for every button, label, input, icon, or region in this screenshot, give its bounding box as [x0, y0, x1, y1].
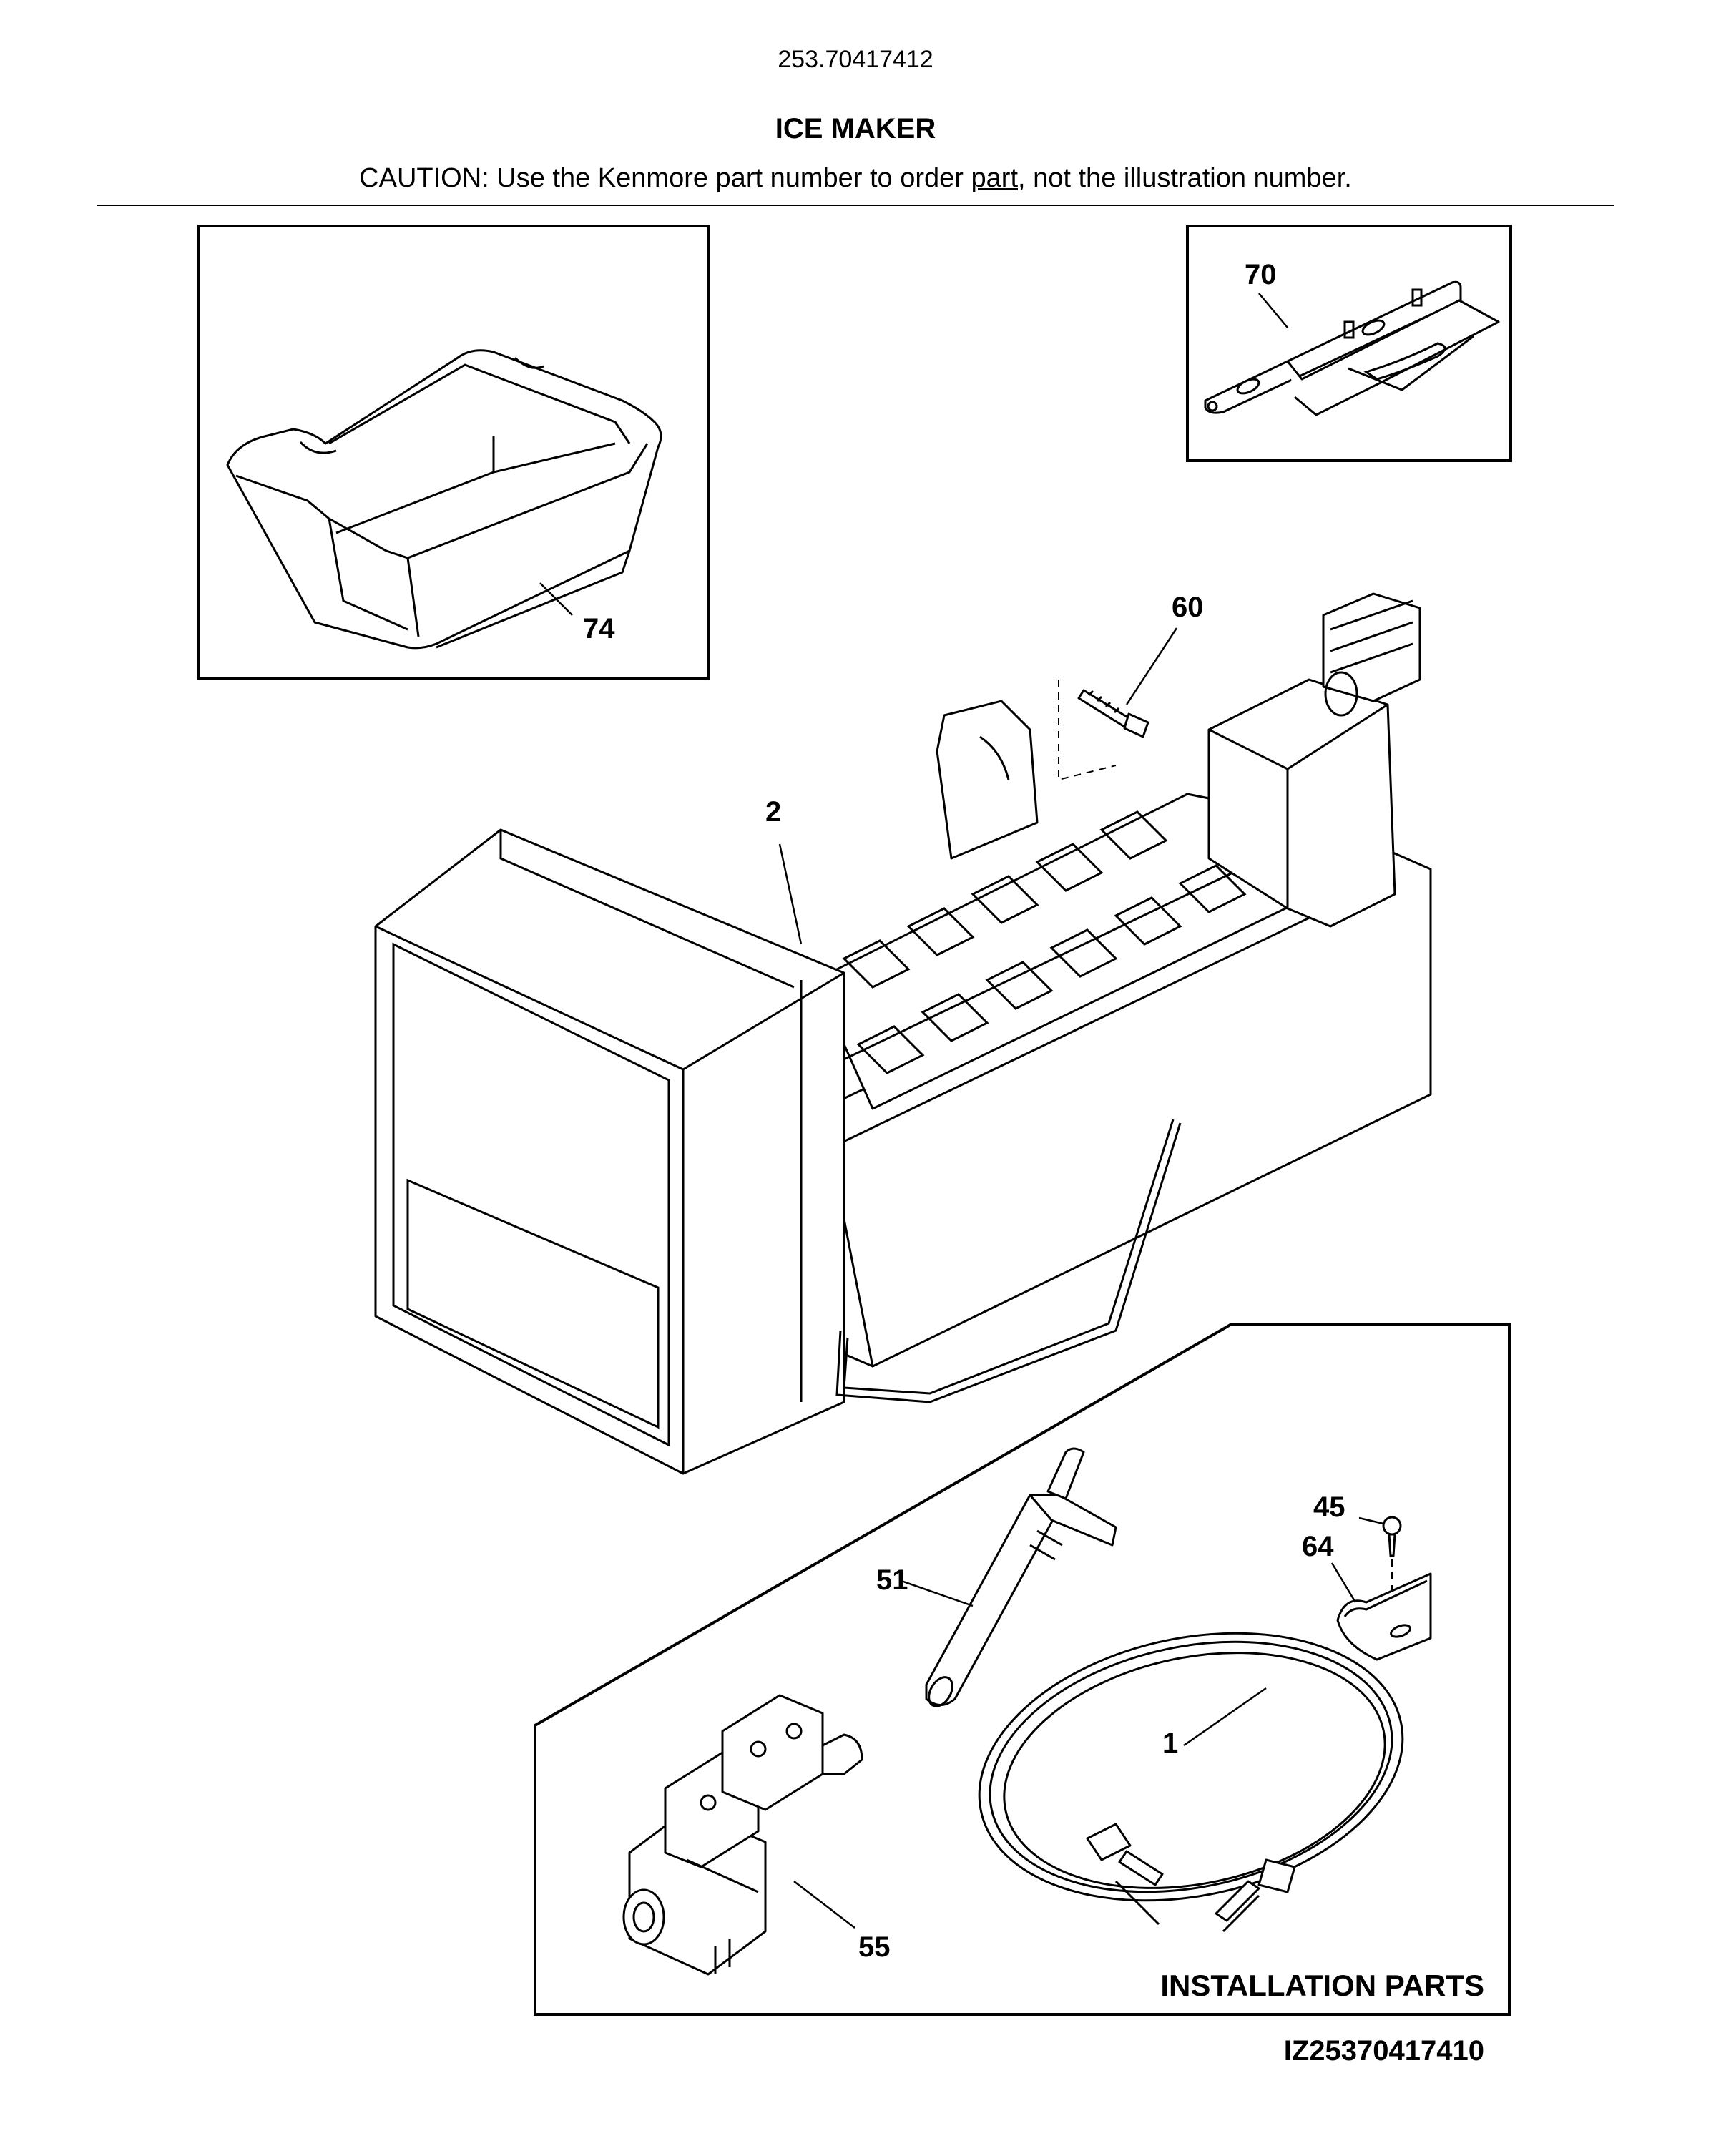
mounting-tab [936, 700, 1039, 860]
leader-2 [778, 843, 803, 945]
ice-bucket-drawing [226, 349, 662, 650]
bracket-drawing [1204, 280, 1500, 416]
bracket-inset: 70 [1186, 225, 1512, 462]
leader-51 [901, 1579, 974, 1607]
page-title: ICE MAKER [775, 113, 936, 144]
water-valve-part [622, 1694, 863, 1976]
installation-parts-inset: 51 45 64 1 [534, 1323, 1511, 2016]
part-link[interactable]: part [971, 163, 1018, 193]
leader-55 [793, 1881, 856, 1929]
callout-1: 1 [1162, 1728, 1178, 1759]
leader-60 [1125, 627, 1178, 705]
installation-parts-label: INSTALLATION PARTS [1160, 1969, 1484, 2002]
callout-64: 64 [1302, 1531, 1334, 1562]
caution-note: CAUTION: Use the Kenmore part number to … [0, 163, 1711, 194]
figure-id: IZ25370417410 [1284, 2035, 1484, 2067]
ice-bucket-frame [197, 225, 710, 680]
fill-tube-part [925, 1447, 1117, 1707]
callout-70: 70 [1245, 259, 1277, 290]
control-box [374, 828, 845, 1475]
bracket-frame [1186, 225, 1512, 462]
ice-bucket-inset: 74 [197, 225, 710, 680]
ice-maker-assembly [374, 592, 1432, 1475]
ejector-fingers [815, 810, 1353, 1074]
callout-2: 2 [765, 796, 781, 828]
callout-74: 74 [583, 613, 615, 645]
leader-70 [1258, 293, 1288, 328]
caution-text-suffix: , not the illustration number. [1018, 163, 1352, 193]
callout-51: 51 [876, 1564, 908, 1596]
callout-60: 60 [1172, 592, 1204, 623]
leader-1 [1183, 1687, 1267, 1747]
leader-74 [539, 582, 573, 616]
caution-text-prefix: CAUTION: Use the Kenmore part number to … [359, 163, 971, 193]
right-housing [1207, 678, 1396, 928]
callout-45: 45 [1313, 1491, 1345, 1523]
callout-55: 55 [858, 1931, 891, 1963]
bail-arm [835, 1122, 1182, 1403]
screw-45-part [1382, 1516, 1402, 1602]
screw-60-part [1058, 680, 1149, 781]
leader-64 [1330, 1562, 1357, 1603]
installation-frame [534, 1323, 1511, 2016]
model-number: 253.70417412 [778, 46, 933, 73]
water-line-part [978, 1632, 1404, 1933]
leader-45 [1358, 1516, 1384, 1525]
clamp-64-part [1336, 1572, 1432, 1661]
header-divider [97, 205, 1614, 206]
